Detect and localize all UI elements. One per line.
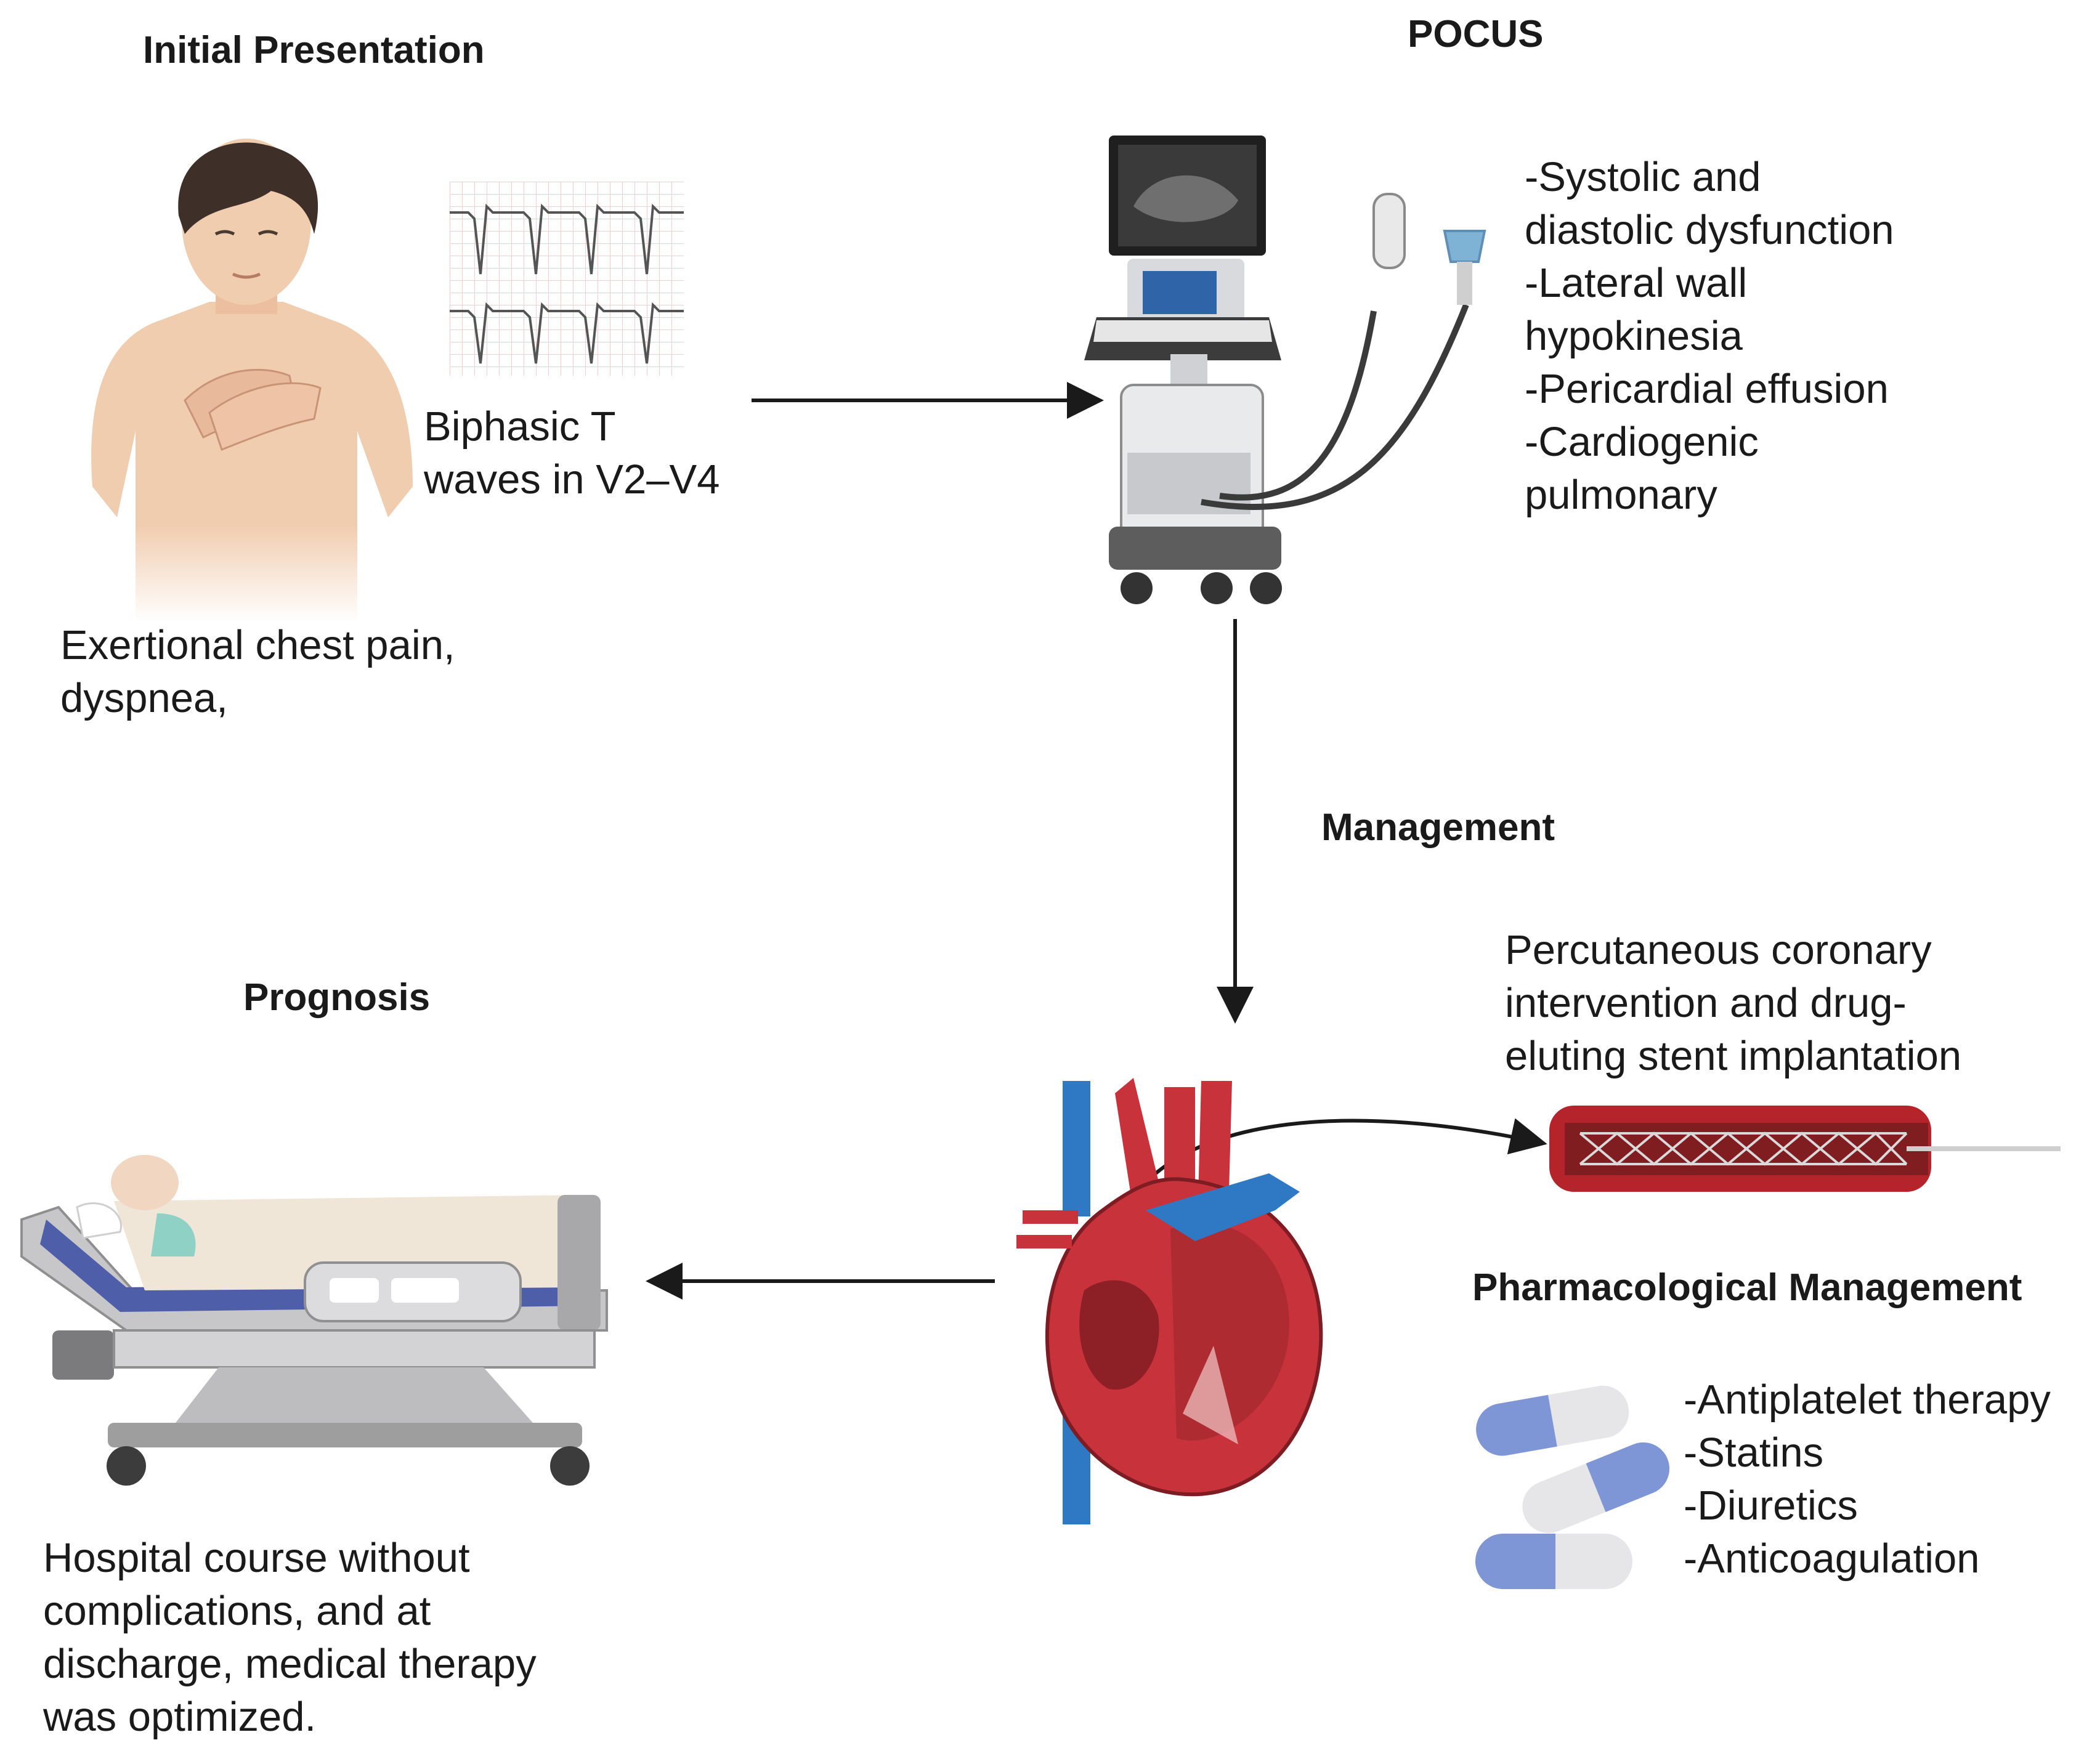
- arrow-heart-to-stent: [1129, 1118, 1547, 1202]
- pill-capsules-icon: [1475, 1385, 1669, 1589]
- pocus-findings: -Systolic and diastolic dysfunction -Lat…: [1525, 154, 1894, 518]
- drug-list: -Antiplatelet therapy -Statins -Diuretic…: [1684, 1377, 2051, 1582]
- hospital-bed-icon: [20, 1155, 608, 1486]
- heading-initial-presentation: Initial Presentation: [143, 29, 485, 71]
- ecg-caption: Biphasic T waves in V2–V4: [424, 403, 720, 503]
- patient-icon: [91, 139, 413, 622]
- ultrasound-machine-icon: [1084, 136, 1486, 604]
- pci-text: Percutaneous coronary intervention and d…: [1505, 927, 1962, 1079]
- heart-icon: [1016, 1078, 1323, 1524]
- symptoms-text: Exertional chest pain, dyspnea,: [60, 622, 455, 721]
- stent-icon: [1549, 1106, 2061, 1192]
- heading-prognosis: Prognosis: [243, 976, 431, 1019]
- heading-management: Management: [1321, 806, 1555, 849]
- ecg-strip-icon: [450, 182, 684, 376]
- prognosis-text: Hospital course without complications, a…: [43, 1535, 537, 1740]
- heading-pocus: POCUS: [1408, 13, 1544, 55]
- heading-pharmacological-management: Pharmacological Management: [1472, 1266, 2022, 1309]
